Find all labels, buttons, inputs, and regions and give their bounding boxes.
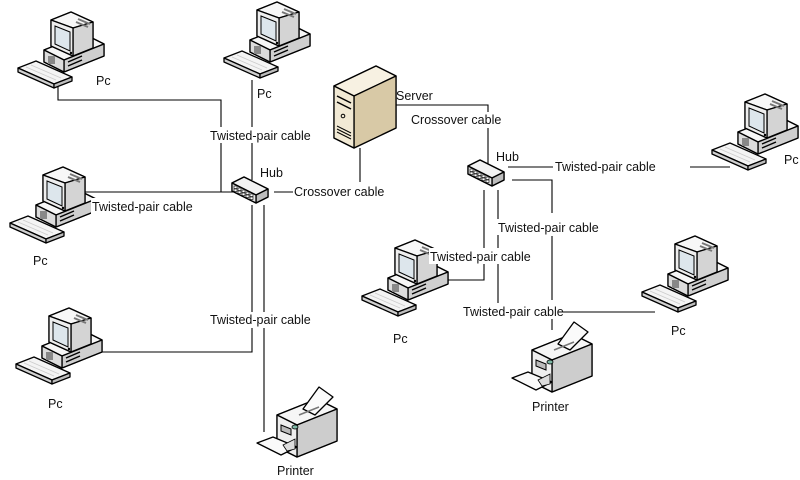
printer-icon bbox=[511, 321, 593, 393]
node-label: Pc bbox=[671, 324, 686, 338]
edge-label: Twisted-pair cable bbox=[555, 160, 656, 174]
edge-label: Twisted-pair cable bbox=[498, 221, 599, 235]
cable-hub2-printer2 bbox=[512, 179, 553, 213]
pc-icon bbox=[641, 235, 729, 313]
pc-icon bbox=[15, 307, 103, 385]
node-label: Pc bbox=[96, 74, 111, 88]
edge-labels: Twisted-pair cable Twisted-pair cable Tw… bbox=[91, 113, 656, 328]
node-label: Printer bbox=[532, 400, 569, 414]
edge-label: Crossover cable bbox=[294, 185, 384, 199]
cable-pc4-hub1 bbox=[100, 205, 253, 353]
node-label: Pc bbox=[48, 397, 63, 411]
printer-icon bbox=[256, 386, 338, 458]
connections bbox=[57, 80, 730, 432]
node-label: Printer bbox=[277, 464, 314, 478]
cable-server-hub2 bbox=[386, 104, 489, 112]
edge-label: Twisted-pair cable bbox=[430, 250, 531, 264]
cable-hub2-pc6 bbox=[438, 190, 485, 281]
server-icon bbox=[333, 65, 397, 149]
hub-icon bbox=[231, 176, 269, 204]
edge-label: Twisted-pair cable bbox=[92, 200, 193, 214]
node-label: Pc bbox=[784, 153, 799, 167]
edge-label: Twisted-pair cable bbox=[210, 129, 311, 143]
node-label: Pc bbox=[393, 332, 408, 346]
pc-icon bbox=[9, 166, 97, 244]
edge-label: Twisted-pair cable bbox=[210, 313, 311, 327]
pc-icon bbox=[17, 11, 105, 89]
node-label: Pc bbox=[257, 87, 272, 101]
edge-label: Twisted-pair cable bbox=[463, 305, 564, 319]
node-label: Pc bbox=[33, 254, 48, 268]
node-label: Hub bbox=[496, 150, 519, 164]
node-label: Server bbox=[396, 89, 433, 103]
node-label: Hub bbox=[260, 166, 283, 180]
edge-label: Crossover cable bbox=[411, 113, 501, 127]
pc-icon bbox=[223, 1, 311, 79]
